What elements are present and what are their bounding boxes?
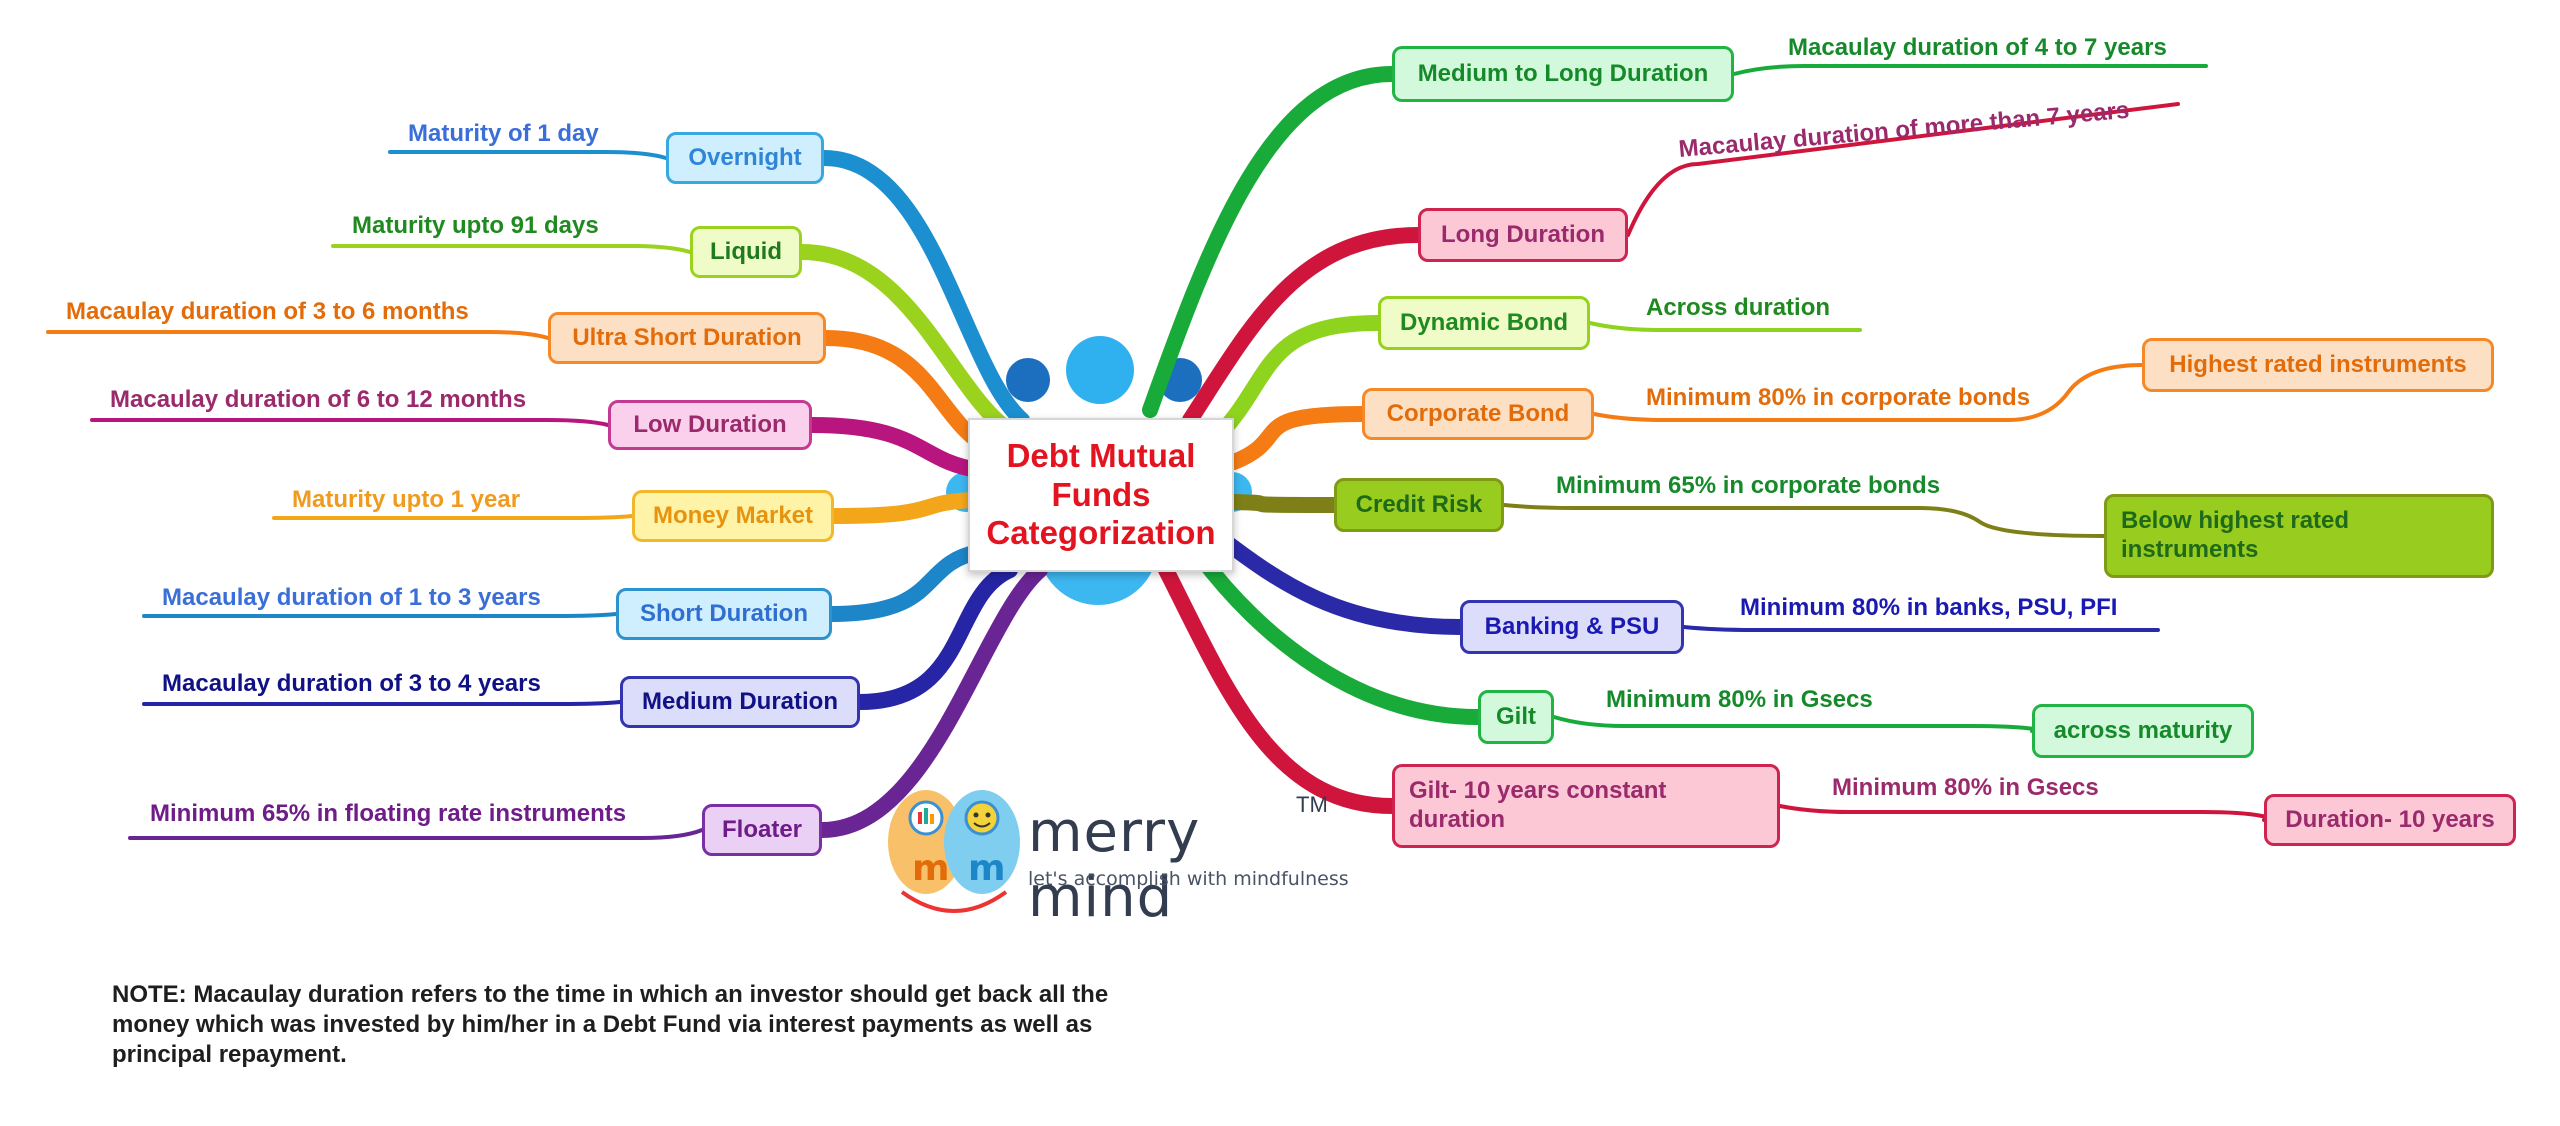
label-gilt: Minimum 80% in Gsecs xyxy=(1606,686,1873,713)
svg-text:m: m xyxy=(968,848,1006,889)
branch-long-duration xyxy=(1182,227,1426,428)
node-overnight: Overnight xyxy=(666,132,824,184)
label-liquid: Maturity upto 91 days xyxy=(352,212,599,239)
branch-overnight xyxy=(816,150,1030,428)
branch-banking-psu xyxy=(1210,528,1468,635)
node-credit-risk: Credit Risk xyxy=(1334,478,1504,532)
connector-corporate-bond xyxy=(1592,363,2144,422)
connector-gilt xyxy=(1552,715,2043,733)
node-across-maturity: across maturity xyxy=(2032,704,2254,758)
center-figure-left-head xyxy=(1006,358,1050,402)
node-medium-to-long-duration: Medium to Long Duration xyxy=(1392,46,1734,102)
connector-gilt-10-years-constant-duration xyxy=(1778,804,2275,822)
node-money-market: Money Market xyxy=(632,490,834,542)
connector-medium-to-long-duration xyxy=(1732,64,2208,76)
branch-medium-duration xyxy=(852,562,1018,710)
connector-medium-duration xyxy=(142,700,622,706)
label-floater: Minimum 65% in floating rate instruments xyxy=(150,800,627,827)
branch-liquid xyxy=(794,244,1020,440)
central-topic: Debt Mutual Funds Categorization xyxy=(968,418,1234,572)
node-liquid: Liquid xyxy=(690,226,802,278)
brain-logo-icon: m m xyxy=(888,790,1020,913)
node-below-highest-rated-instruments: Below highest rated instruments xyxy=(2104,494,2494,578)
branch-medium-to-long-duration xyxy=(1142,66,1400,418)
node-highest-rated-instruments: Highest rated instruments xyxy=(2142,338,2494,392)
connector-ultra-short-duration xyxy=(46,330,550,340)
label-short-duration: Macaulay duration of 1 to 3 years xyxy=(162,584,541,611)
label-ultra-short-duration: Macaulay duration of 3 to 6 months xyxy=(66,298,469,325)
node-dynamic-bond: Dynamic Bond xyxy=(1378,296,1590,350)
connector-dynamic-bond xyxy=(1588,321,1862,332)
branch-floater xyxy=(814,562,1048,838)
label-gilt-10-years-constant-duration: Minimum 80% in Gsecs xyxy=(1832,774,2099,801)
branch-gilt-10-years-constant-duration xyxy=(1158,562,1400,814)
branch-money-market xyxy=(826,492,980,524)
node-gilt-10-years-constant-duration: Gilt- 10 years constant duration xyxy=(1392,764,1780,848)
connector-floater xyxy=(128,828,704,840)
central-title-line-1: Debt Mutual xyxy=(1006,436,1196,474)
label-credit-risk: Minimum 65% in corporate bonds xyxy=(1556,472,1941,499)
node-corporate-bond: Corporate Bond xyxy=(1362,388,1594,440)
logo-trademark: TM xyxy=(1296,792,1328,817)
label-corporate-bond: Minimum 80% in corporate bonds xyxy=(1646,384,2031,411)
node-short-duration: Short Duration xyxy=(616,588,832,640)
node-ultra-short-duration: Ultra Short Duration xyxy=(548,312,826,364)
branch-credit-risk xyxy=(1226,494,1342,513)
logo-tagline: let's accomplish with mindfulness xyxy=(1028,868,1349,890)
node-banking-psu: Banking & PSU xyxy=(1460,600,1684,654)
branch-short-duration xyxy=(824,544,986,622)
node-gilt: Gilt xyxy=(1478,690,1554,744)
node-floater: Floater xyxy=(702,804,822,856)
label-dynamic-bond: Across duration xyxy=(1646,294,1831,321)
label-banking-psu: Minimum 80% in banks, PSU, PFI xyxy=(1740,594,2118,621)
node-long-duration: Long Duration xyxy=(1418,208,1628,262)
branch-corporate-bond xyxy=(1226,406,1370,470)
label-medium-to-long-duration: Macaulay duration of 4 to 7 years xyxy=(1788,34,2167,61)
node-low-duration: Low Duration xyxy=(608,400,812,450)
connector-credit-risk xyxy=(1502,503,2106,538)
label-medium-duration: Macaulay duration of 3 to 4 years xyxy=(162,670,541,697)
branch-dynamic-bond xyxy=(1206,315,1386,448)
svg-text:m: m xyxy=(912,848,950,889)
connector-low-duration xyxy=(90,418,610,427)
node-medium-duration: Medium Duration xyxy=(620,676,860,728)
connector-money-market xyxy=(272,514,634,520)
connector-short-duration xyxy=(142,612,618,618)
branch-low-duration xyxy=(804,417,986,478)
connector-long-duration xyxy=(1626,102,2180,237)
connector-banking-psu xyxy=(1682,625,2160,632)
label-money-market: Maturity upto 1 year xyxy=(292,486,521,513)
center-figure-head xyxy=(1066,336,1134,404)
footnote: NOTE: Macaulay duration refers to the ti… xyxy=(112,981,1109,1068)
central-title-line-2: Funds xyxy=(1051,475,1151,513)
label-low-duration: Macaulay duration of 6 to 12 months xyxy=(110,386,527,413)
branch-gilt xyxy=(1192,548,1486,725)
connector-liquid xyxy=(331,244,692,254)
connector-overnight xyxy=(388,150,668,160)
node-duration-10-years: Duration- 10 years xyxy=(2264,794,2516,846)
logo-wordmark: merry mind xyxy=(1028,800,1201,930)
label-overnight: Maturity of 1 day xyxy=(408,120,599,147)
central-title-line-3: Categorization xyxy=(986,514,1216,552)
merry-mind-logo: m m merry mind TM let's accomplish with … xyxy=(884,780,1354,930)
